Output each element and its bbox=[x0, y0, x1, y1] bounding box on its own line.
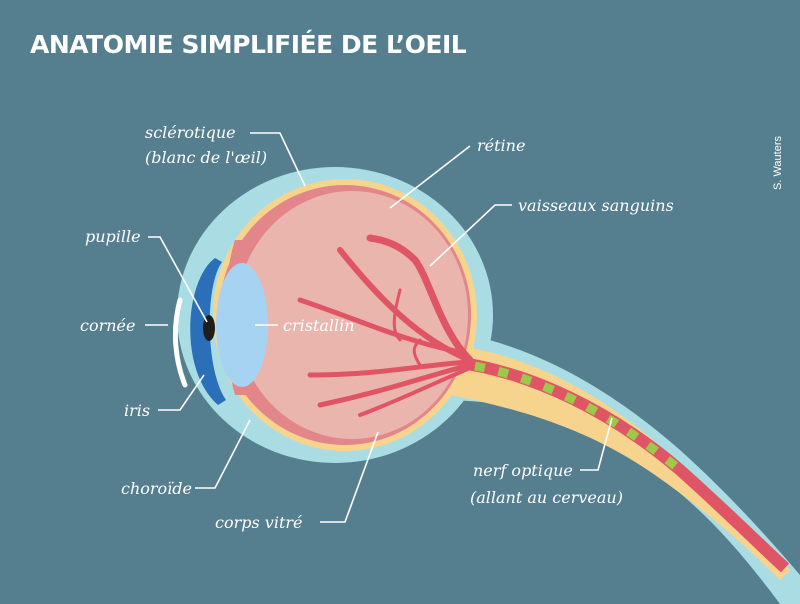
label-choroide: choroïde bbox=[121, 479, 192, 498]
label-pupille: pupille bbox=[85, 227, 141, 246]
cornea bbox=[172, 297, 188, 388]
optic-nerve-vessel bbox=[454, 356, 790, 573]
lens bbox=[216, 263, 268, 387]
blood-vessels bbox=[297, 234, 474, 417]
vitreous-body bbox=[236, 191, 468, 439]
optic-nerve bbox=[450, 345, 790, 580]
label-cristallin: cristallin bbox=[283, 316, 355, 335]
label-nerf-optique: nerf optique bbox=[473, 461, 573, 480]
label-vaisseaux: vaisseaux sanguins bbox=[518, 196, 674, 215]
optic-nerve-fibers bbox=[474, 361, 683, 474]
label-nerf-optique-sub: (allant au cerveau) bbox=[470, 488, 623, 507]
leader-lines bbox=[145, 132, 613, 523]
label-iris: iris bbox=[124, 401, 150, 420]
label-sclerotique-sub: (blanc de l'œil) bbox=[145, 148, 267, 167]
label-retine: rétine bbox=[477, 136, 525, 155]
label-corps-vitre: corps vitré bbox=[215, 513, 302, 532]
label-cornee: cornée bbox=[80, 316, 135, 335]
label-sclerotique: sclérotique bbox=[145, 123, 236, 142]
page-title: ANATOMIE SIMPLIFIÉE DE L’OEIL bbox=[30, 30, 467, 59]
